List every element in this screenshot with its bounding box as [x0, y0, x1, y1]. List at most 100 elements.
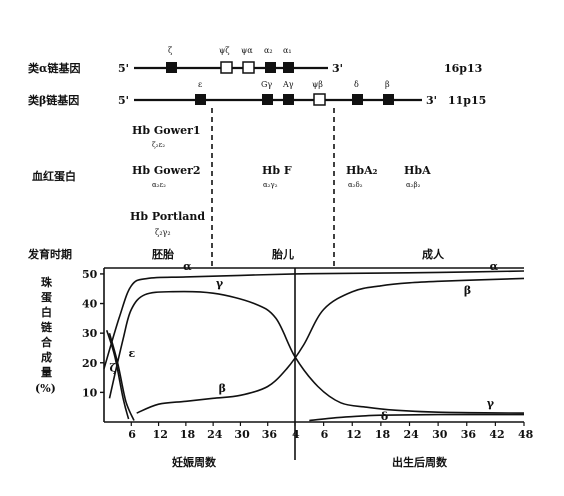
a-gamma-gene-name: Aγ	[282, 80, 294, 89]
beta-cluster-label: 类β链基因	[28, 93, 79, 107]
beta-gene-box	[383, 94, 394, 105]
series-beta-label: β	[219, 382, 226, 395]
series-zeta-curve	[105, 329, 130, 420]
y-ticks: 10 20 30 40 50	[82, 268, 104, 399]
x-tick-label-postnatal: 42	[489, 428, 504, 441]
x-tick-label-gestation: 12	[153, 428, 168, 441]
x-tick-label-postnatal: 18	[375, 428, 391, 441]
beta-five-prime: 5'	[118, 94, 129, 107]
series-beta-curve	[136, 277, 525, 414]
delta-gene-box	[352, 94, 363, 105]
beta-three-prime: 3'	[426, 94, 437, 107]
y-tick-label: 20	[82, 357, 98, 370]
hba-name: HbA	[404, 164, 431, 177]
delta-gene-name: δ	[354, 80, 359, 89]
y-label-char-6: 成	[41, 350, 52, 364]
x-axis-label-postnatal: 出生后周数	[392, 455, 448, 469]
hba2-chains: α₂δ₂	[348, 181, 363, 189]
chart-series	[103, 270, 525, 422]
alpha2-gene-box	[265, 62, 276, 73]
alpha1-gene-box	[283, 62, 294, 73]
x-tick-label-postnatal: 48	[518, 428, 534, 441]
psi-zeta-gene-name: ψζ	[219, 46, 230, 55]
beta-locus: 11p15	[448, 94, 486, 107]
y-tick-label: 40	[82, 298, 98, 311]
stage-embryo: 胚胎	[151, 247, 174, 261]
x-tick-label-gestation: 24	[207, 428, 223, 441]
alpha1-gene-name: α₁	[283, 46, 292, 55]
x-tick-label-gestation: 18	[180, 428, 196, 441]
hb-gower2-name: Hb Gower2	[132, 164, 201, 177]
alpha-five-prime: 5'	[118, 62, 129, 75]
y-label-char-5: 合	[41, 335, 53, 349]
developmental-stages: 发育时期 胚胎 胎儿 成人	[27, 247, 445, 261]
psi-zeta-gene-box	[220, 61, 233, 74]
y-label-char-2: 蛋	[41, 291, 53, 304]
alpha2-gene-name: α₂	[264, 46, 273, 55]
a-gamma-gene-box	[283, 94, 294, 105]
series-gamma-curve	[108, 290, 525, 414]
globin-synthesis-chart: 珠 蛋 白 链 合 成 量 (%) 10 20 30 40 50 6 12 18 24 30 36…	[35, 260, 534, 469]
x-tick-label-gestation: 6	[128, 428, 136, 441]
alpha-cluster-label: 类α链基因	[28, 61, 80, 75]
alpha-locus: 16p13	[444, 62, 482, 75]
series-beta-label: β	[464, 284, 471, 297]
series-alpha-label: α	[490, 260, 499, 273]
zeta-gene-box	[166, 62, 177, 73]
x-ticks: 6 12 18 24 30 36 4 6 12 18 24 30 36 42 48	[128, 422, 534, 441]
x-tick-label-gestation: 36	[262, 428, 278, 441]
series-zeta-label: ζ	[109, 362, 116, 375]
epsilon-gene-name: ε	[198, 80, 202, 89]
stage-adult: 成人	[422, 247, 445, 261]
hemoglobin-types: 血红蛋白 Hb Gower1 ζ₂ε₂ Hb Gower2 α₂ε₂ Hb Po…	[32, 124, 431, 237]
beta-gene-name: β	[385, 80, 390, 89]
x-axis-label-gestation: 妊娠周数	[172, 455, 217, 469]
x-tick-label-postnatal: 24	[404, 428, 420, 441]
x-tick-label-postnatal: 6	[321, 428, 329, 441]
y-tick-label: 10	[82, 386, 98, 399]
g-gamma-gene-box	[262, 94, 273, 105]
y-axis-label: 珠 蛋 白 链 合 成 量 (%)	[35, 275, 56, 395]
x-tick-label-gestation: 4	[292, 428, 300, 441]
hba-chains: α₂β₂	[406, 181, 421, 189]
x-tick-label-postnatal: 12	[346, 428, 361, 441]
y-label-char-4: 链	[41, 320, 53, 334]
g-gamma-gene-name: Gγ	[261, 80, 272, 89]
series-epsilon-label: ε	[129, 347, 136, 360]
hemoglobin-row-label: 血红蛋白	[32, 169, 76, 183]
psi-beta-gene-name: ψβ	[312, 80, 323, 89]
hb-gower1-chains: ζ₂ε₂	[152, 141, 165, 149]
series-gamma-label: γ	[216, 277, 224, 290]
y-label-char-1: 珠	[41, 275, 53, 289]
y-tick-label: 30	[82, 327, 98, 340]
beta-gene-cluster: 类β链基因 5' 3' 11p15 ε Gγ Aγ ψβ δ β	[28, 80, 486, 107]
series-gamma-label: γ	[487, 397, 495, 410]
hb-gower1-name: Hb Gower1	[132, 124, 201, 137]
series-epsilon-curve	[108, 332, 135, 421]
series-delta-curve	[309, 413, 525, 422]
psi-beta-gene-box	[313, 93, 326, 106]
x-tick-label-postnatal: 30	[432, 428, 448, 441]
series-alpha-label: α	[183, 260, 192, 273]
y-label-char-7: 量	[41, 366, 52, 379]
epsilon-gene-box	[195, 94, 206, 105]
y-label-unit: (%)	[35, 382, 56, 395]
alpha-three-prime: 3'	[332, 62, 343, 75]
alpha-gene-cluster: 类α链基因 5' 3' 16p13 ζ ψζ ψα α₂ α₁	[28, 46, 482, 75]
stage-row-label: 发育时期	[27, 247, 72, 261]
series-labels: α α γ γ β β δ ζε	[109, 260, 498, 423]
y-tick-label: 50	[82, 268, 98, 281]
hb-portland-chains: ζ₂γ₂	[155, 228, 171, 237]
x-tick-label-gestation: 30	[234, 428, 250, 441]
hba2-name: HbA₂	[346, 164, 378, 177]
series-delta-label: δ	[381, 410, 388, 423]
psi-alpha-gene-box	[242, 61, 255, 74]
hb-portland-name: Hb Portland	[130, 210, 205, 223]
hb-gower2-chains: α₂ε₂	[152, 181, 166, 189]
x-tick-label-postnatal: 36	[461, 428, 477, 441]
hb-f-name: Hb F	[262, 164, 292, 177]
psi-alpha-gene-name: ψα	[241, 46, 253, 55]
zeta-gene-name: ζ	[168, 46, 173, 55]
stage-fetus: 胎儿	[271, 247, 294, 261]
